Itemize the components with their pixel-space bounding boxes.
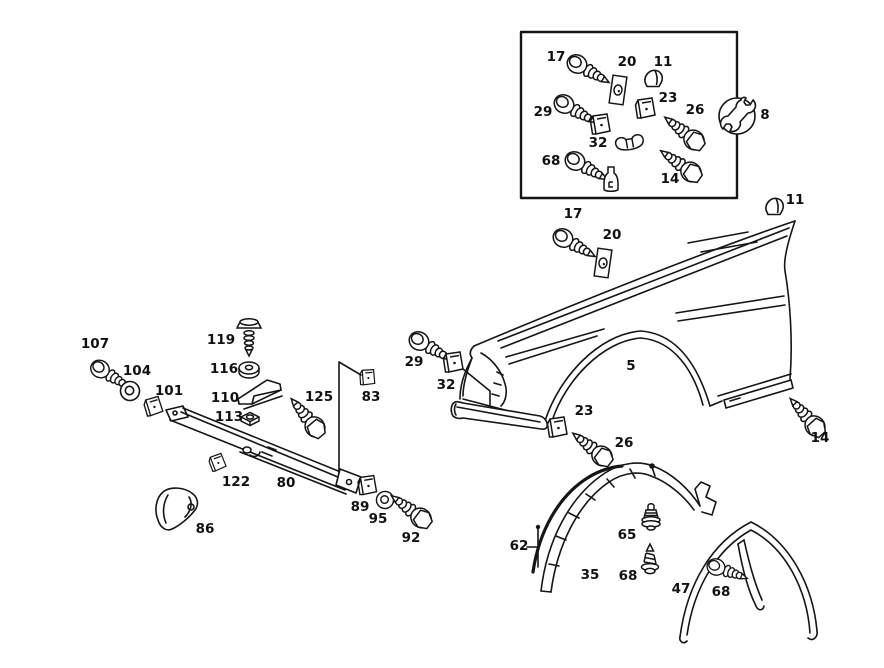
part-label-29: 29: [534, 104, 553, 120]
part-label-65: 65: [618, 527, 637, 543]
part-label-35: 35: [581, 567, 600, 583]
part-label-11: 11: [654, 54, 673, 70]
wing-clip-inset-icon: [613, 133, 646, 153]
body-crease-upper: [497, 227, 790, 349]
screw-68-liner-icon: [640, 543, 660, 575]
part-label-62: 62: [510, 538, 529, 554]
support-bracket-110: [237, 379, 283, 410]
part-label-122: 122: [222, 474, 250, 490]
screw-17-inset-icon: [563, 50, 615, 92]
clip-83-icon: [358, 367, 377, 387]
washer-95-icon: [375, 490, 395, 510]
grommet-104-icon: [119, 380, 141, 402]
part-label-5: 5: [626, 358, 635, 374]
body-crease-front: [505, 328, 605, 365]
headlamp-opening: [480, 352, 508, 407]
buffer-pad-86: [155, 487, 199, 531]
fender-front-inner-edge: [462, 357, 473, 397]
part-label-17: 17: [547, 49, 566, 65]
rivet-65-icon: [641, 503, 661, 531]
clip-plate-20-inset-icon: [608, 74, 628, 106]
bolt-92-icon: [384, 487, 437, 533]
fender-edge-seal-47: [679, 521, 818, 644]
part-label-47: 47: [672, 581, 691, 597]
part-label-23: 23: [659, 90, 678, 106]
part-label-32: 32: [589, 135, 608, 151]
wheel-arch-liner-35: [540, 462, 717, 593]
sill-edge: [709, 373, 792, 407]
bolt-119-icon: [236, 318, 262, 357]
part-label-125: 125: [305, 389, 333, 405]
part-label-89: 89: [351, 499, 370, 515]
part-label-110: 110: [211, 390, 239, 406]
part-label-11: 11: [786, 192, 805, 208]
part-label-23: 23: [575, 403, 594, 419]
part-label-116: 116: [210, 361, 238, 377]
screw-17-icon: [549, 224, 601, 266]
part-label-80: 80: [277, 475, 296, 491]
wrench-icon: [719, 96, 757, 133]
arch-seal-62: [526, 464, 624, 574]
part-label-101: 101: [155, 383, 183, 399]
cap-nut-11-inset-icon: [644, 69, 664, 88]
part-label-14: 14: [661, 171, 680, 187]
wrench-symbol: [718, 96, 757, 135]
part-label-68: 68: [542, 153, 561, 169]
part-label-104: 104: [123, 363, 151, 379]
fender-top-edge: [473, 220, 796, 347]
clip-32-icon: [442, 351, 464, 373]
cap-nut-11-icon: [765, 197, 785, 216]
part-label-92: 92: [402, 530, 421, 546]
part-label-83: 83: [362, 389, 381, 405]
part-label-119: 119: [207, 332, 235, 348]
headlamp-detail-ticks: [491, 371, 504, 397]
wheel-arch-inner: [551, 337, 704, 422]
fender-panel-5: [459, 220, 796, 422]
part-label-32: 32: [437, 377, 456, 393]
labels-layer: 17 20 11 29 23 26 32 68 14 8 17 20 11 5 29 32 23 26 14 107 1…: [81, 49, 829, 600]
part-label-113: 113: [215, 409, 243, 425]
leader-line-32: [462, 368, 491, 406]
part-label-14: 14: [811, 430, 830, 446]
part-label-86: 86: [196, 521, 215, 537]
clip-101-icon: [142, 395, 164, 418]
front-valance-detail: [453, 403, 541, 423]
impact-rail-80: [165, 405, 362, 495]
leader-dot-62: [535, 524, 541, 530]
rocker-molding: [723, 379, 794, 409]
part-label-20: 20: [603, 227, 622, 243]
part-label-26: 26: [686, 102, 705, 118]
part-label-17: 17: [564, 206, 583, 222]
bolt-26-icon: [566, 424, 618, 472]
part-label-26: 26: [615, 435, 634, 451]
fasteners-layer: [86, 50, 831, 587]
nut-113-icon: [240, 411, 260, 427]
part-label-68: 68: [619, 568, 638, 584]
washer-116-icon: [238, 361, 260, 379]
body-crease-rear: [675, 295, 786, 322]
part-label-29: 29: [405, 354, 424, 370]
clip-89-icon: [357, 474, 378, 496]
clip-32-inset-icon: [589, 113, 611, 135]
plug-inset-icon: [603, 166, 619, 192]
part-label-8: 8: [760, 107, 769, 123]
part-label-107: 107: [81, 336, 109, 352]
hood-gap-dashes: [687, 231, 758, 253]
clip-122-icon: [207, 452, 228, 473]
clip-23-icon: [546, 416, 568, 438]
wheel-arch-outer: [544, 330, 711, 422]
part-label-95: 95: [369, 511, 388, 527]
clip-23-inset-icon: [634, 97, 656, 119]
screw-29-inset-icon: [550, 90, 602, 132]
fender-rear-edge: [783, 220, 796, 380]
clip-plate-20-icon: [593, 247, 613, 279]
leader-line-83: [338, 361, 362, 478]
part-label-20: 20: [618, 54, 637, 70]
part-label-68: 68: [712, 584, 731, 600]
